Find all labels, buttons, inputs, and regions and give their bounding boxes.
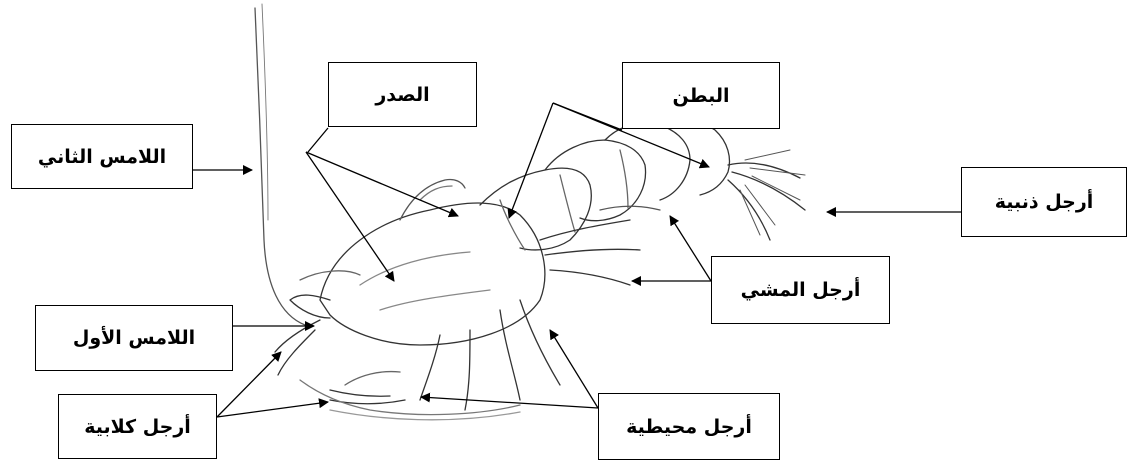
label-first-antenna: اللامس الأول — [35, 305, 233, 371]
label-mouth-legs: أرجل محيطية — [598, 393, 780, 460]
label-tail-legs: أرجل ذنبية — [961, 167, 1127, 237]
label-thorax: الصدر — [328, 62, 477, 127]
label-walking-legs: أرجل المشي — [711, 256, 890, 324]
label-claw-legs: أرجل كلابية — [58, 394, 217, 459]
label-abdomen: البطن — [622, 62, 780, 129]
label-second-antenna: اللامس الثاني — [11, 124, 193, 189]
